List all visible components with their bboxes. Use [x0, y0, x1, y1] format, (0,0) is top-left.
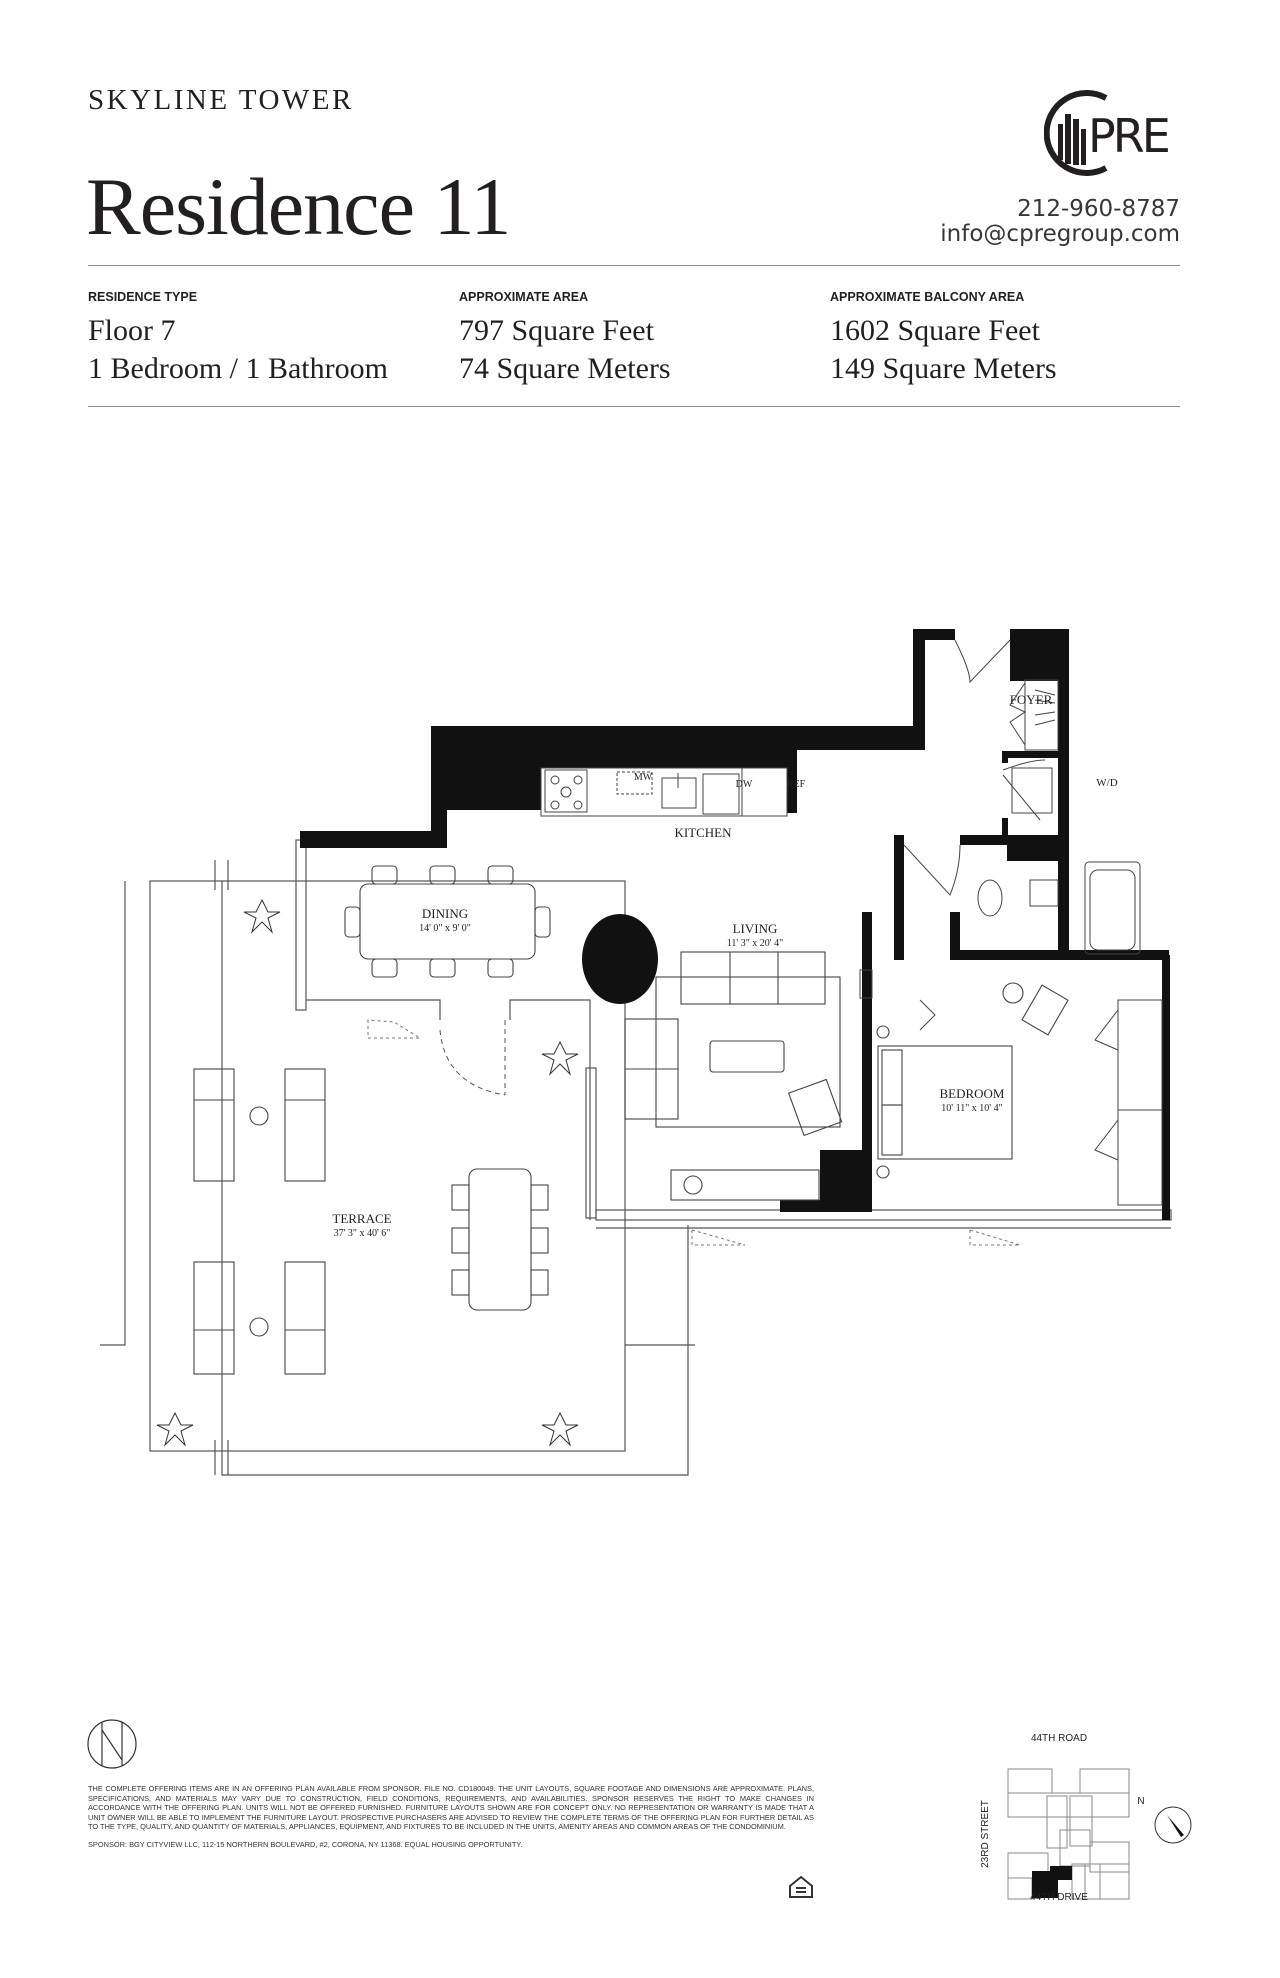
area-sqm: 74 Square Meters	[459, 352, 671, 385]
sofa	[680, 951, 826, 1005]
spec-value-type: Floor 7 1 Bedroom / 1 Bathroom	[88, 312, 388, 388]
spec-label-type: RESIDENCE TYPE	[88, 290, 198, 304]
phone-number[interactable]: 212-960-8787	[1017, 196, 1180, 222]
coffee-table	[709, 1040, 785, 1073]
lounger	[193, 1068, 235, 1182]
north-label: N	[1137, 1796, 1144, 1807]
floor-value: Floor 7	[88, 314, 176, 347]
furniture	[193, 865, 1069, 1375]
legal-disclaimer: THE COMPLETE OFFERING ITEMS ARE IN AN OF…	[88, 1784, 814, 1832]
specs-divider	[88, 406, 1180, 407]
lounger	[284, 1261, 326, 1375]
terrace-outline	[100, 860, 695, 1476]
balcony-sqm: 149 Square Meters	[830, 352, 1057, 385]
balcony-sqft: 1602 Square Feet	[830, 314, 1040, 347]
room-label-dining: DINING	[422, 906, 468, 921]
column	[582, 914, 658, 1004]
room-dim-dining: 14' 0" x 9' 0"	[419, 923, 471, 934]
north-compass-icon	[1154, 1806, 1192, 1844]
terrace-door-arc	[439, 1029, 506, 1096]
room-dim-bedroom: 10' 11" x 10' 4"	[941, 1103, 1002, 1114]
cpre-logo: PRE	[1043, 86, 1184, 178]
structural-walls	[300, 629, 1170, 1220]
equal-housing-icon	[789, 1875, 813, 1898]
header-divider	[88, 265, 1180, 266]
key-street-west: 23RD STREET	[980, 1800, 991, 1868]
bedroom-count-value: 1 Bedroom / 1 Bathroom	[88, 352, 388, 385]
room-label-bedroom: BEDROOM	[939, 1086, 1004, 1101]
key-plan	[1007, 1768, 1130, 1900]
room-label-living: LIVING	[733, 921, 778, 936]
room-dim-terrace: 37' 3" x 40' 6"	[334, 1228, 391, 1239]
room-label-foyer: FOYER	[1010, 692, 1053, 707]
spec-label-area: APPROXIMATE AREA	[459, 290, 589, 304]
terrace-table	[468, 1168, 532, 1311]
kitchen-counter	[540, 767, 788, 817]
sponsor-line: SPONSOR: BGY CITYVIEW LLC, 112-15 NORTHE…	[88, 1840, 523, 1849]
key-street-south: 44TH DRIVE	[1030, 1892, 1088, 1903]
window-walls	[295, 839, 1172, 1229]
appliance-label-wd: W/D	[1096, 777, 1117, 789]
area-sqft: 797 Square Feet	[459, 314, 654, 347]
page-title: Residence 11	[86, 161, 511, 252]
armchair	[787, 1078, 843, 1137]
room-label-kitchen: KITCHEN	[674, 825, 732, 840]
plant-icon	[156, 898, 579, 1447]
appliance-label-dw: DW	[736, 779, 753, 790]
spec-value-area: 797 Square Feet 74 Square Meters	[459, 312, 671, 388]
appliance-label-ref: REF	[787, 779, 806, 790]
bed	[877, 1045, 1013, 1160]
email-address[interactable]: info@cpregroup.com	[940, 221, 1180, 247]
tv-console	[670, 1169, 820, 1201]
lounger	[284, 1068, 326, 1182]
logo-text: PRE	[1088, 109, 1169, 163]
building-name: SKYLINE TOWER	[88, 84, 354, 116]
terrace-door-swing	[367, 1019, 422, 1039]
living-rug	[655, 976, 841, 1128]
foyer-fixtures	[859, 639, 1163, 1206]
room-label-terrace: TERRACE	[332, 1211, 391, 1226]
dining-table	[359, 883, 536, 960]
lounger	[193, 1261, 235, 1375]
spec-label-balcony: APPROXIMATE BALCONY AREA	[830, 290, 1025, 304]
room-dim-living: 11' 3" x 20' 4"	[727, 938, 783, 949]
spec-value-balcony: 1602 Square Feet 149 Square Meters	[830, 312, 1057, 388]
key-plan-unit-highlight	[1032, 1866, 1072, 1898]
cpre-logo-icon: PRE	[1043, 90, 1172, 176]
building-monogram-icon	[87, 1719, 137, 1769]
appliance-label-mw: MW	[634, 772, 653, 783]
key-street-north: 44TH ROAD	[1031, 1733, 1087, 1744]
